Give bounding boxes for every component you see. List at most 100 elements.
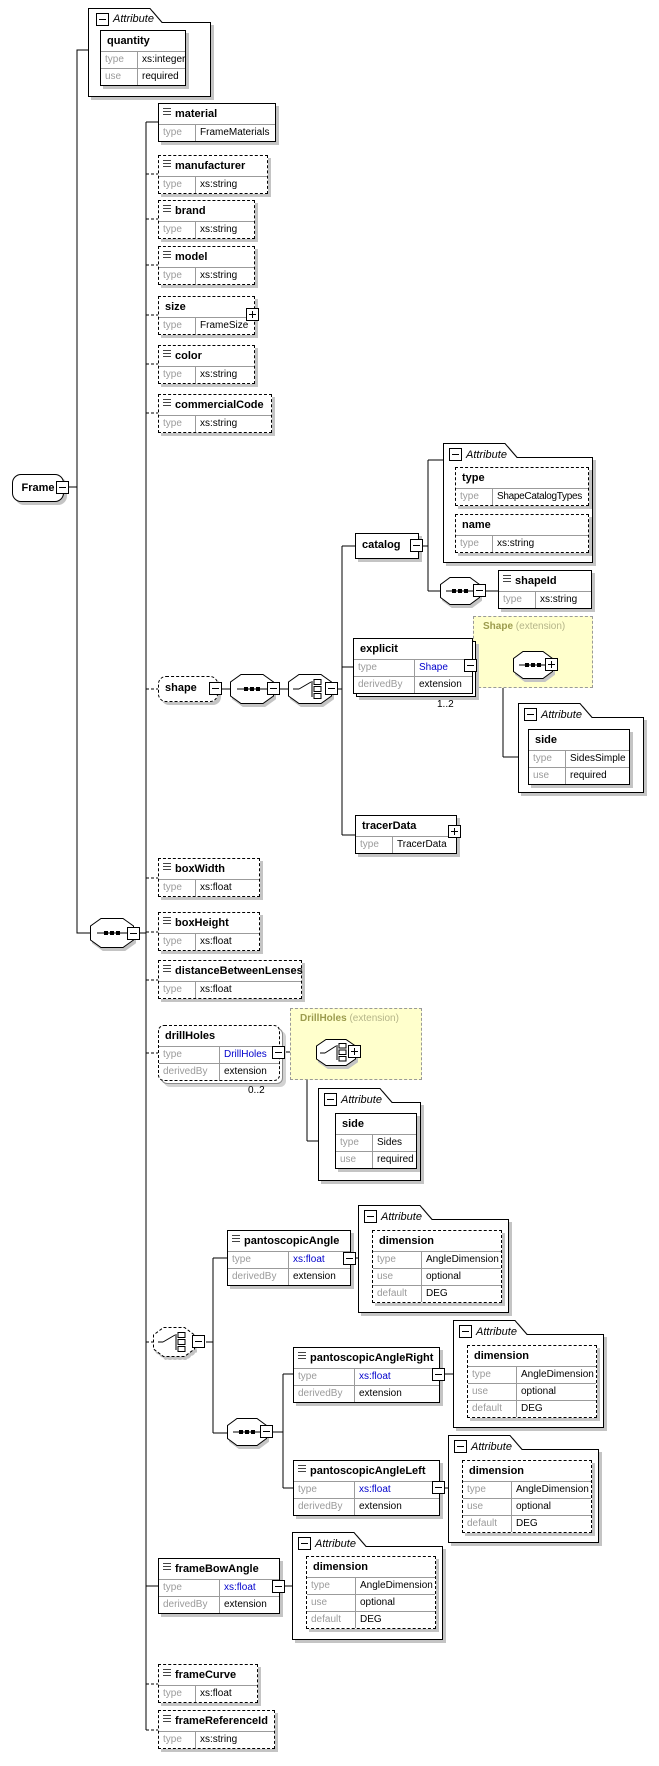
- expand-toggle-icon[interactable]: [545, 658, 558, 671]
- element-icon: [298, 1352, 306, 1360]
- collapse-toggle-icon[interactable]: [267, 682, 280, 695]
- attribute-group-label: Attribute: [541, 709, 582, 721]
- collapse-toggle-icon[interactable]: [454, 1440, 467, 1453]
- element-icon: [163, 350, 171, 358]
- expand-toggle-icon[interactable]: [348, 1045, 361, 1058]
- collapse-toggle-icon[interactable]: [343, 1252, 356, 1265]
- attribute-group-label: Attribute: [341, 1094, 382, 1106]
- collapse-toggle-drillHoles-icon[interactable]: [272, 1046, 285, 1059]
- collapse-toggle-frame-icon[interactable]: [56, 481, 69, 494]
- expand-toggle-tracerData-icon[interactable]: [448, 825, 461, 838]
- element-name: frameCurve: [175, 1669, 237, 1681]
- element-name: material: [175, 108, 218, 120]
- collapse-toggle-icon[interactable]: [449, 448, 462, 461]
- element-name: model: [175, 251, 208, 263]
- element-icon: [163, 965, 171, 973]
- element-catalog[interactable]: catalog: [355, 533, 419, 559]
- element-icon: [163, 917, 171, 925]
- multiplicity-label: 1..2: [437, 699, 454, 710]
- attribute-name: quantity: [107, 35, 150, 47]
- element-name: boxWidth: [175, 863, 225, 875]
- collapse-toggle-icon[interactable]: [432, 1481, 445, 1494]
- expand-toggle-size-icon[interactable]: [246, 308, 259, 321]
- choice-icon[interactable]: [153, 1327, 195, 1357]
- root-name: Frame: [21, 482, 55, 494]
- choice-icon[interactable]: [288, 674, 332, 704]
- sequence-icon[interactable]: [440, 577, 480, 605]
- element-name: tracerData: [362, 820, 417, 832]
- element-name: catalog: [362, 539, 401, 551]
- collapse-toggle-icon[interactable]: [260, 1425, 273, 1438]
- attribute-group-label: Attribute: [381, 1211, 422, 1223]
- collapse-toggle-explicit-icon[interactable]: [464, 659, 477, 672]
- element-name: color: [175, 350, 202, 362]
- collapse-toggle-icon[interactable]: [192, 1335, 205, 1348]
- element-icon: [163, 1669, 171, 1677]
- collapse-toggle-icon[interactable]: [127, 927, 140, 940]
- multiplicity-label: 0..2: [248, 1085, 265, 1096]
- collapse-toggle-icon[interactable]: [298, 1537, 311, 1550]
- collapse-toggle-icon[interactable]: [524, 708, 537, 721]
- attribute-name: dimension: [313, 1561, 369, 1573]
- element-shape[interactable]: shape: [158, 676, 218, 702]
- collapse-toggle-icon[interactable]: [432, 1368, 445, 1381]
- element-name: pantoscopicAngleLeft: [310, 1465, 426, 1477]
- collapse-toggle-icon[interactable]: [364, 1210, 377, 1223]
- attribute-group-label: Attribute: [471, 1441, 512, 1453]
- sequence-icon[interactable]: [90, 918, 134, 948]
- collapse-toggle-icon[interactable]: [473, 584, 486, 597]
- collapse-toggle-icon[interactable]: [324, 1093, 337, 1106]
- sequence-icon[interactable]: [227, 1418, 267, 1446]
- attribute-group-label: Attribute: [466, 449, 507, 461]
- element-icon: [163, 205, 171, 213]
- element-frame-root[interactable]: Frame: [12, 474, 64, 502]
- attribute-group-label: Attribute: [315, 1538, 356, 1550]
- collapse-toggle-icon[interactable]: [96, 13, 109, 26]
- choice-icon[interactable]: [316, 1039, 356, 1066]
- collapse-toggle-icon[interactable]: [272, 1580, 285, 1593]
- collapse-toggle-shape-icon[interactable]: [209, 682, 222, 695]
- sequence-icon[interactable]: [513, 651, 553, 679]
- attribute-name: dimension: [379, 1235, 435, 1247]
- sequence-icon[interactable]: [230, 674, 274, 704]
- attribute-name: type: [462, 472, 485, 484]
- attribute-name: side: [342, 1118, 365, 1130]
- element-icon: [232, 1235, 240, 1243]
- collapse-toggle-catalog-icon[interactable]: [410, 539, 423, 552]
- element-name: pantoscopicAngle: [244, 1235, 340, 1247]
- collapse-toggle-icon[interactable]: [325, 682, 338, 695]
- element-icon: [163, 1715, 171, 1723]
- attribute-name: side: [535, 734, 558, 746]
- collapse-toggle-icon[interactable]: [459, 1325, 472, 1338]
